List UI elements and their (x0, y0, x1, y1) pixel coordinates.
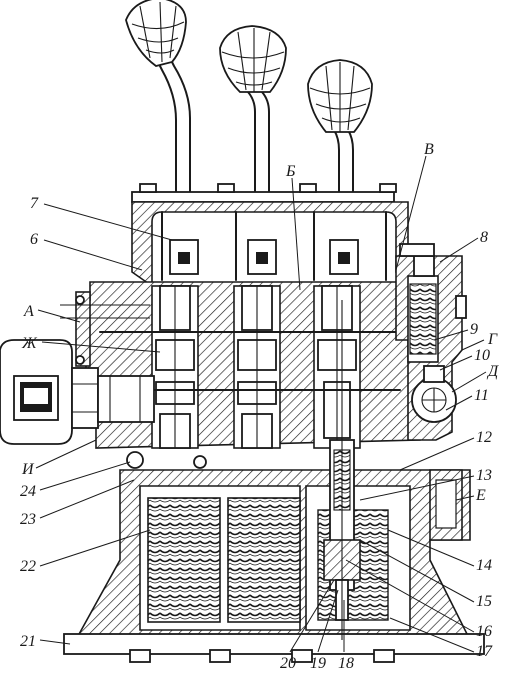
base-housing (63, 300, 485, 663)
label-21: 21 (20, 633, 36, 650)
leader-lines (35, 155, 487, 653)
label-a: А (23, 303, 34, 320)
label-8: 8 (480, 229, 488, 246)
label-20: 20 (280, 655, 296, 672)
label-18: 18 (338, 655, 354, 672)
label-23: 23 (20, 511, 36, 528)
label-24: 24 (20, 483, 36, 500)
control-levers (125, 0, 373, 196)
top-cover (131, 183, 409, 288)
label-13: 13 (476, 467, 492, 484)
label-i: И (21, 461, 35, 478)
label-6: 6 (30, 231, 38, 248)
label-zh: Ж (21, 335, 38, 352)
label-19: 19 (310, 655, 326, 672)
label-v: В (424, 141, 434, 158)
label-e: Е (475, 487, 486, 504)
label-11: 11 (474, 387, 489, 404)
label-d: Д (486, 363, 499, 380)
label-b: Б (285, 163, 296, 180)
callout-labels: 7 6 А Ж И 24 23 22 21 Б В 8 9 Г 10 Д 11 … (20, 141, 499, 672)
inlet-fitting (0, 339, 155, 445)
label-22: 22 (20, 558, 36, 575)
label-9: 9 (470, 321, 478, 338)
spools (155, 285, 357, 449)
label-14: 14 (476, 557, 492, 574)
valve-body (60, 281, 421, 449)
safety-valve-block (395, 243, 467, 441)
label-15: 15 (476, 593, 492, 610)
label-12: 12 (476, 429, 492, 446)
label-10: 10 (474, 347, 490, 364)
label-17: 17 (476, 643, 493, 660)
label-7: 7 (30, 195, 39, 212)
label-16: 16 (476, 623, 492, 640)
label-g: Г (487, 331, 498, 348)
